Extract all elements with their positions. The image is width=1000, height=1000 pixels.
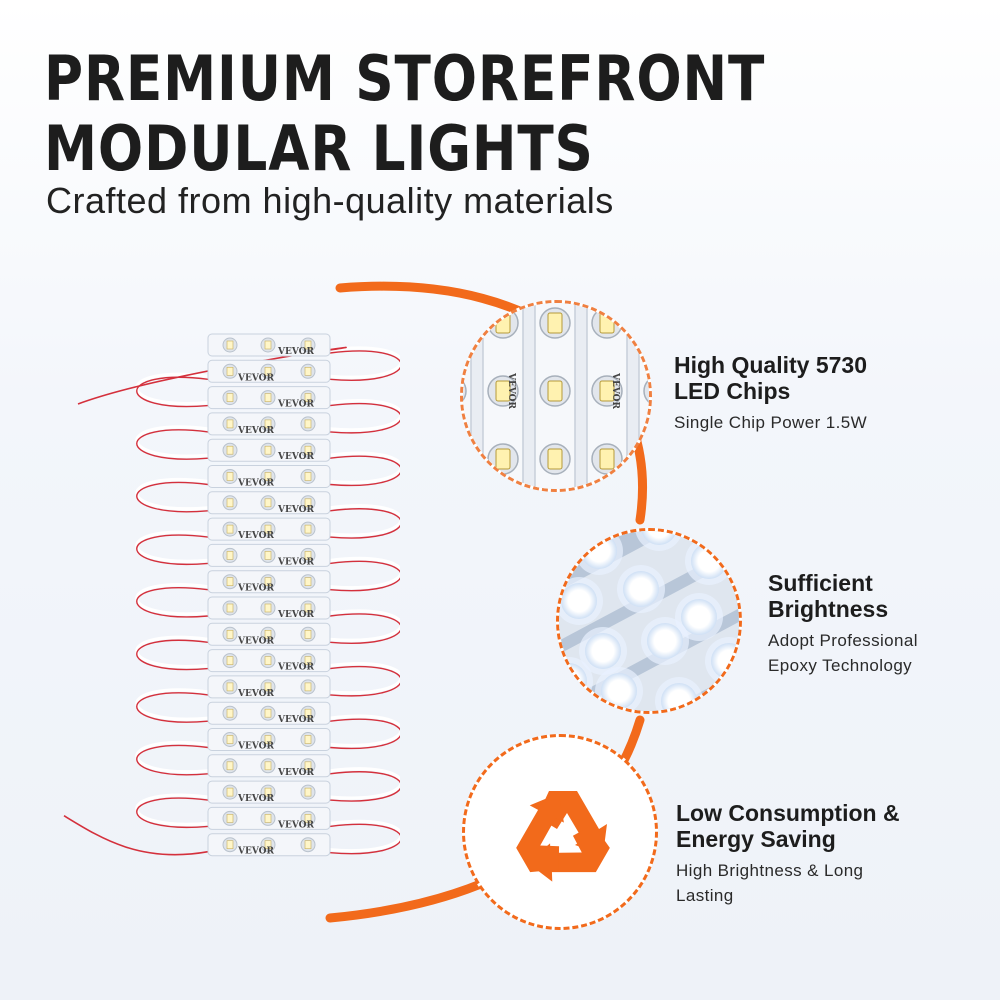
svg-text:VEVOR: VEVOR — [237, 584, 275, 594]
led-module: VEVOR — [207, 543, 331, 567]
svg-text:VEVOR: VEVOR — [277, 347, 315, 357]
feature-title: LED Chips — [674, 378, 791, 404]
feature-title: High Quality 5730 — [674, 352, 868, 378]
svg-text:VEVOR: VEVOR — [277, 400, 315, 410]
svg-text:VEVOR: VEVOR — [506, 372, 516, 410]
svg-text:VEVOR: VEVOR — [277, 610, 315, 620]
led-module: VEVOR — [207, 649, 331, 673]
svg-text:VEVOR: VEVOR — [237, 847, 275, 857]
svg-text:VEVOR: VEVOR — [237, 531, 275, 541]
led-module: VEVOR — [207, 701, 331, 725]
feature-title: Low Consumption & — [676, 800, 900, 826]
svg-text:VEVOR: VEVOR — [277, 663, 315, 673]
subtitle: Crafted from high-quality materials — [46, 180, 614, 221]
recycle-icon-circle — [462, 734, 658, 930]
led-module: VEVOR — [207, 675, 331, 699]
led-module: VEVOR — [207, 622, 331, 646]
feature-led-chips: High Quality 5730 LED Chips Single Chip … — [674, 352, 974, 435]
feature-title: Energy Saving — [676, 826, 836, 852]
recycle-icon — [516, 791, 610, 882]
svg-text:VEVOR: VEVOR — [277, 557, 315, 567]
headline: PREMIUM STOREFRONT MODULAR LIGHTS — [44, 42, 766, 185]
led-module: VEVOR — [207, 806, 331, 830]
led-module: VEVOR — [207, 491, 331, 515]
feature-desc: Epoxy Technology — [768, 656, 913, 675]
led-module: VEVOR — [207, 596, 331, 620]
led-module: VEVOR — [207, 780, 331, 804]
feature-title: Sufficient — [768, 570, 873, 596]
glowing-led-closeup — [556, 528, 742, 714]
feature-energy-saving: Low Consumption & Energy Saving High Bri… — [676, 800, 976, 908]
svg-text:VEVOR: VEVOR — [237, 373, 275, 383]
feature-desc: Single Chip Power 1.5W — [674, 413, 868, 432]
feature-desc: Lasting — [676, 886, 734, 905]
led-module: VEVOR — [207, 833, 331, 857]
svg-text:VEVOR: VEVOR — [277, 452, 315, 462]
led-module: VEVOR — [207, 570, 331, 594]
svg-text:VEVOR: VEVOR — [237, 479, 275, 489]
svg-text:VEVOR: VEVOR — [277, 768, 315, 778]
svg-text:VEVOR: VEVOR — [237, 742, 275, 752]
led-module: VEVOR — [207, 465, 331, 489]
led-module: VEVOR — [207, 517, 331, 541]
led-chip-closeup: VEVOR VEVOR — [460, 300, 652, 492]
svg-text:VEVOR: VEVOR — [277, 715, 315, 725]
led-module: VEVOR — [207, 438, 331, 462]
svg-text:VEVOR: VEVOR — [277, 505, 315, 515]
feature-desc: High Brightness & Long — [676, 861, 864, 880]
svg-text:VEVOR: VEVOR — [237, 636, 275, 646]
feature-title: Brightness — [768, 596, 889, 622]
led-module: VEVOR — [207, 359, 331, 383]
svg-text:VEVOR: VEVOR — [237, 689, 275, 699]
led-module: VEVOR — [207, 728, 331, 752]
svg-text:VEVOR: VEVOR — [610, 372, 620, 410]
svg-text:VEVOR: VEVOR — [237, 426, 275, 436]
led-module: VEVOR — [207, 333, 331, 357]
led-module: VEVOR — [207, 386, 331, 410]
led-module: VEVOR — [207, 754, 331, 778]
led-module: VEVOR — [207, 412, 331, 436]
feature-desc: Adopt Professional — [768, 631, 918, 650]
led-module-strip: VEVOR VEVOR VEVOR VEVOR VEVOR VEVOR VEVOR VEVOR… — [63, 333, 400, 857]
svg-text:VEVOR: VEVOR — [237, 794, 275, 804]
feature-brightness: Sufficient Brightness Adopt Professional… — [768, 570, 988, 678]
svg-text:VEVOR: VEVOR — [277, 820, 315, 830]
